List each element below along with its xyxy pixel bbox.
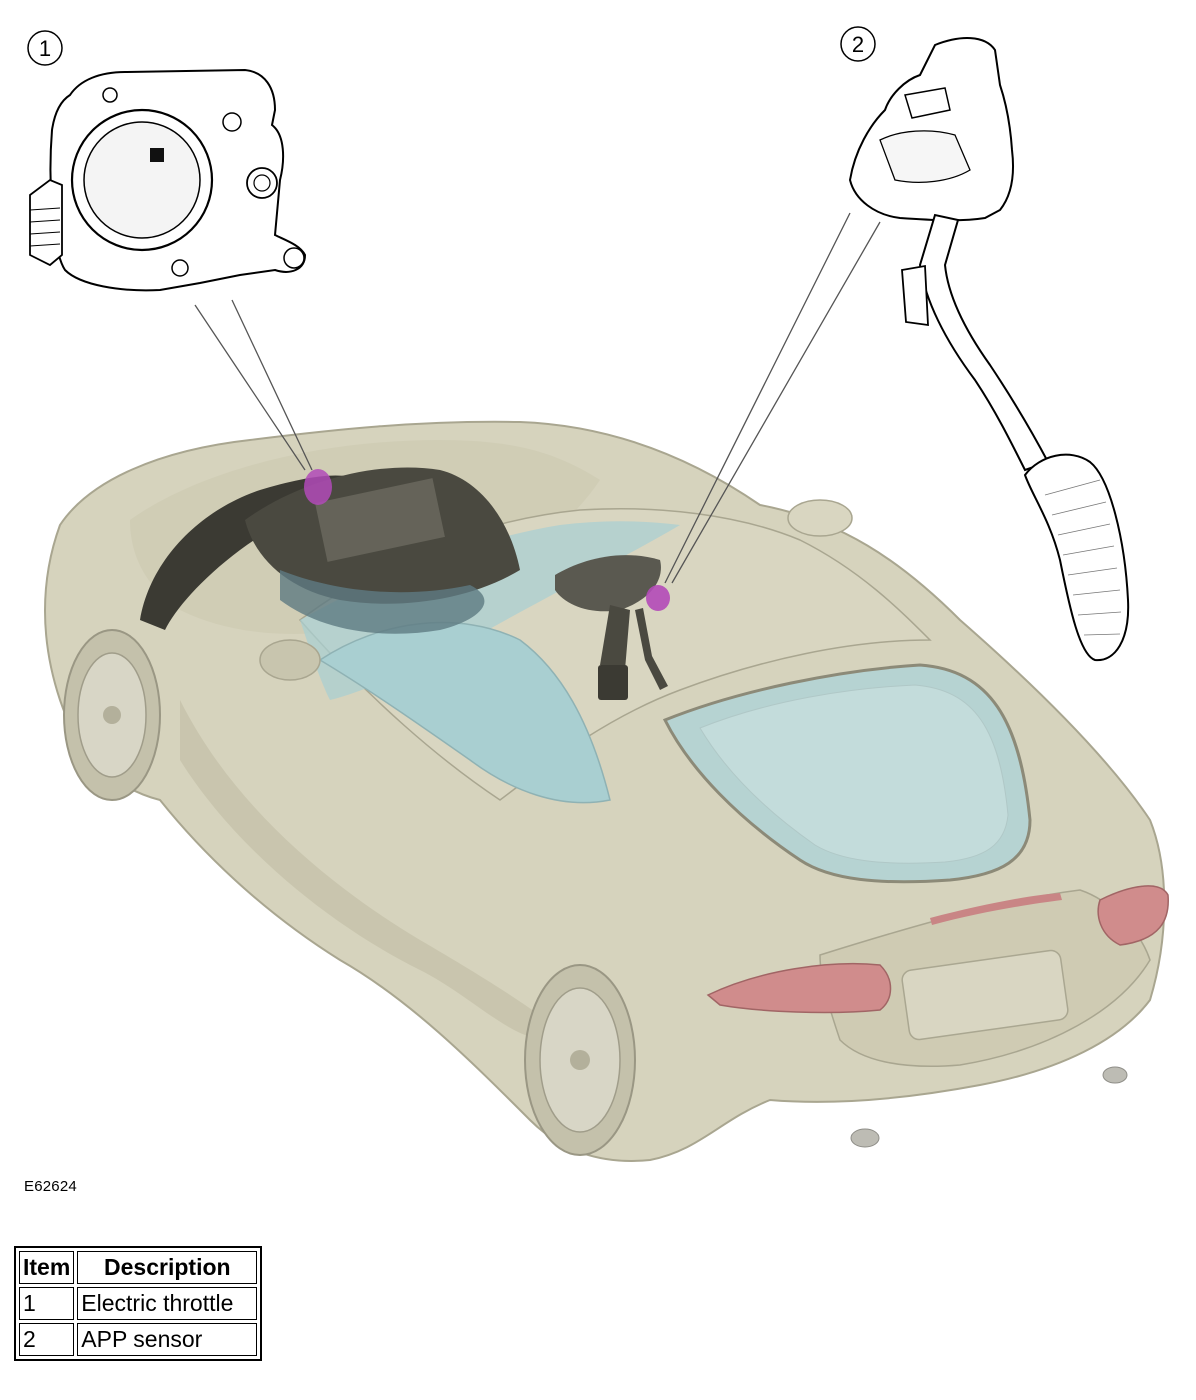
throttle-mount-hole-1 [102,87,118,103]
car-rear-window-inner [699,684,1009,864]
vehicle-component-diagram: 1 2 [27,26,1169,1162]
throttle-mount-hole-2 [222,112,242,132]
license-plate-recess [901,949,1069,1041]
legend-header-item: Item [19,1251,75,1284]
app-sensor-detail [848,37,1130,662]
third-brake-light [930,893,1062,925]
mirror-left [259,639,321,681]
legend-row: 1 Electric throttle [19,1287,258,1320]
throttle-plate-marker [150,148,164,162]
legend-item-number: 1 [19,1287,75,1320]
legend-header-row: Item Description [19,1251,258,1284]
exhaust-tip-left [850,1128,880,1148]
callout-2-number: 2 [852,32,864,57]
throttle-body-highlight [304,469,332,505]
leader-line-2b [671,221,881,584]
throttle-connector [29,178,63,267]
leader-line-1b [231,299,313,471]
pedal-pad-grip [1044,479,1122,636]
legend-row: 2 APP sensor [19,1323,258,1356]
app-sensor-body-detail [879,130,971,183]
throttle-bore-inner [83,121,201,239]
car-side-shade [180,700,560,1039]
pedal-pad [1023,453,1130,662]
pedal-assembly [555,555,668,700]
tail-light-left [706,963,892,1014]
throttle-mount-hole-3 [171,259,189,277]
app-sensor-highlight [646,585,670,611]
callout-1-number: 1 [39,36,51,61]
legend-header-description: Description [77,1251,258,1284]
throttle-connector-ribs [29,207,61,247]
legend-item-description: APP sensor [77,1323,258,1356]
app-sensor-housing [848,37,1015,222]
throttle-hose-stub [283,247,305,269]
electric-throttle-detail [29,68,307,292]
pedal-arm [918,213,1050,472]
mirror-right [787,499,853,537]
leader-line-2a [664,212,851,584]
rear-wheel [524,964,636,1156]
legend-item-description: Electric throttle [77,1287,258,1320]
exhaust-tip-right [1102,1066,1128,1084]
figure-code: E62624 [24,1178,77,1195]
car-illustration [44,420,1169,1162]
front-wheel [63,629,161,801]
legend-item-number: 2 [19,1323,75,1356]
callout-1: 1 [27,30,63,66]
pedal-stop [901,264,929,327]
app-sensor-connector [904,87,951,119]
tail-light-right [1097,885,1169,946]
legend-table: Item Description 1 Electric throttle 2 A… [14,1246,263,1361]
leader-lines [194,212,881,584]
leader-line-1a [194,304,306,471]
callout-2: 2 [840,26,876,62]
